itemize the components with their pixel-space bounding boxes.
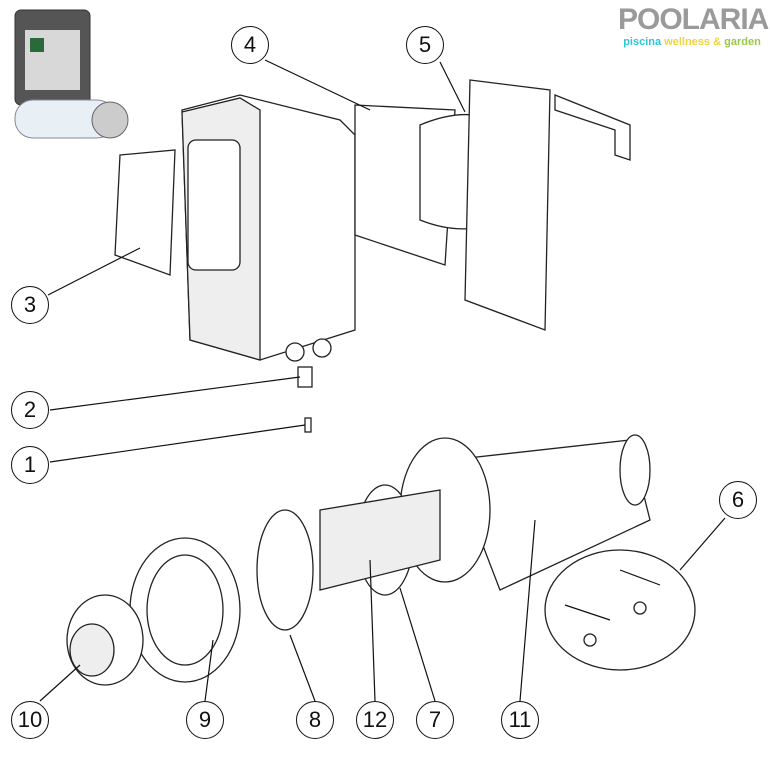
logo-tag-piscina: piscina xyxy=(623,36,662,48)
end-cap xyxy=(66,594,144,686)
callout-8: 8 xyxy=(296,701,334,739)
callout-7: 7 xyxy=(416,701,454,739)
electrode xyxy=(256,489,441,631)
callout-6: 6 xyxy=(719,481,757,519)
controller-housing xyxy=(181,94,356,362)
logo-wordmark: POOLARIA xyxy=(618,3,769,36)
leader-lines xyxy=(39,59,726,702)
logo-tag-wellness: wellness xyxy=(664,36,711,48)
locking-nut xyxy=(129,537,241,683)
front-label-panel xyxy=(114,149,176,276)
callout-2: 2 xyxy=(11,391,49,429)
callout-5: 5 xyxy=(406,26,444,64)
mounting-bracket xyxy=(554,94,631,161)
callout-9: 9 xyxy=(186,701,224,739)
bolt-kit xyxy=(544,549,696,671)
callout-4: 4 xyxy=(231,26,269,64)
callout-3: 3 xyxy=(11,286,49,324)
logo-tag-garden: garden xyxy=(724,36,761,48)
callout-12: 12 xyxy=(356,701,394,739)
callout-11: 11 xyxy=(501,701,539,739)
back-plate xyxy=(464,79,551,331)
logo-tag-amp: & xyxy=(713,36,722,48)
callout-1: 1 xyxy=(11,446,49,484)
fuse-holder xyxy=(297,366,313,433)
callout-10: 10 xyxy=(11,701,49,739)
poolaria-logo: POOLARIA piscina wellness & garden xyxy=(618,3,769,49)
product-photo xyxy=(14,9,129,139)
